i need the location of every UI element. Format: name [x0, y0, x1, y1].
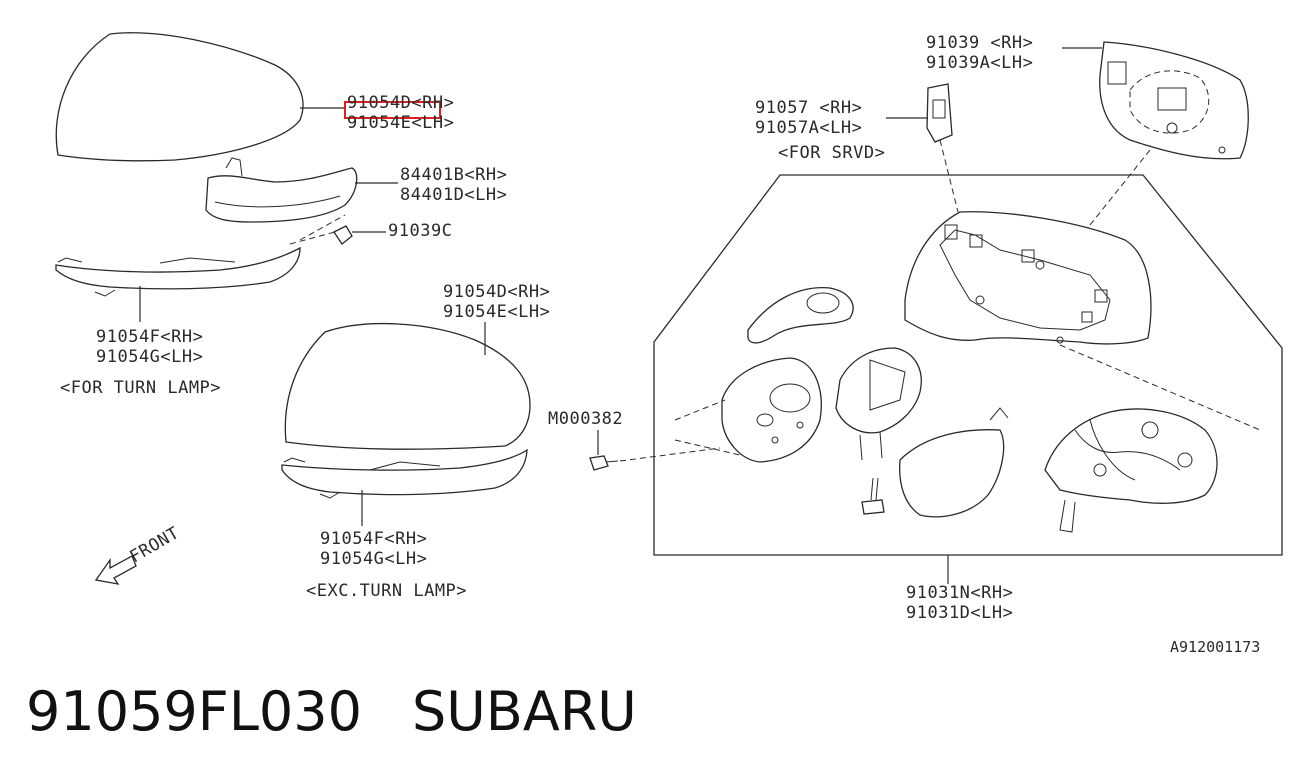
label-camera-rh: 91057 <RH> — [755, 98, 862, 118]
label-turn-lamp-lh: 84401D<LH> — [400, 185, 507, 205]
assembly-box — [653, 174, 1283, 556]
label-glass-rh: 91039 <RH> — [926, 33, 1033, 53]
label-for-srvd: <FOR SRVD> — [778, 143, 885, 163]
label-screw-small: 91039C — [388, 221, 452, 241]
bolt — [589, 430, 721, 471]
label-exc-turn-lamp: <EXC.TURN LAMP> — [306, 581, 467, 601]
label-garnish-exc-rh: 91054F<RH> — [320, 529, 427, 549]
front-arrow: FRONT — [94, 523, 183, 585]
mirror-glass — [1062, 41, 1249, 160]
label-bolt: M000382 — [548, 409, 623, 429]
label-assy-lh: 91031D<LH> — [906, 603, 1013, 623]
camera-srvd — [886, 83, 953, 143]
garnish-exc-turn-lamp — [281, 448, 528, 526]
mirror-cover-upper — [55, 32, 345, 162]
label-cover-mid-rh: 91054D<RH> — [443, 282, 550, 302]
label-garnish-tl-rh: 91054F<RH> — [96, 327, 203, 347]
footer: 91059FL030 SUBARU — [26, 680, 687, 743]
label-for-turn-lamp: <FOR TURN LAMP> — [60, 378, 221, 398]
label-assy-rh: 91031N<RH> — [906, 583, 1013, 603]
label-cover-upper-lh: 91054E<LH> — [347, 113, 454, 133]
label-cover-upper-rh: 91054D<RH> — [347, 93, 454, 113]
lower-cover — [899, 407, 1009, 518]
label-turn-lamp-rh: 84401B<RH> — [400, 165, 507, 185]
diagram-reference: A912001173 — [1170, 638, 1260, 656]
actuator — [835, 347, 922, 461]
mirror-cover-middle — [284, 322, 531, 450]
label-glass-lh: 91039A<LH> — [926, 53, 1033, 73]
mirror-base — [721, 357, 822, 463]
label-garnish-tl-lh: 91054G<LH> — [96, 347, 203, 367]
turn-lamp — [205, 157, 398, 223]
label-garnish-exc-lh: 91054G<LH> — [320, 549, 427, 569]
highlight-box — [344, 101, 441, 119]
bracket-small — [747, 286, 854, 344]
garnish-turn-lamp — [55, 246, 301, 322]
wiring-harness — [1044, 408, 1218, 533]
part-number: 91059FL030 — [26, 680, 362, 743]
mirror-housing — [904, 211, 1152, 345]
label-camera-lh: 91057A<LH> — [755, 118, 862, 138]
brand-name: SUBARU — [412, 680, 637, 743]
label-front: FRONT — [127, 523, 183, 567]
label-cover-mid-lh: 91054E<LH> — [443, 302, 550, 322]
screw-tapping — [861, 477, 885, 515]
screw-small — [289, 214, 386, 245]
